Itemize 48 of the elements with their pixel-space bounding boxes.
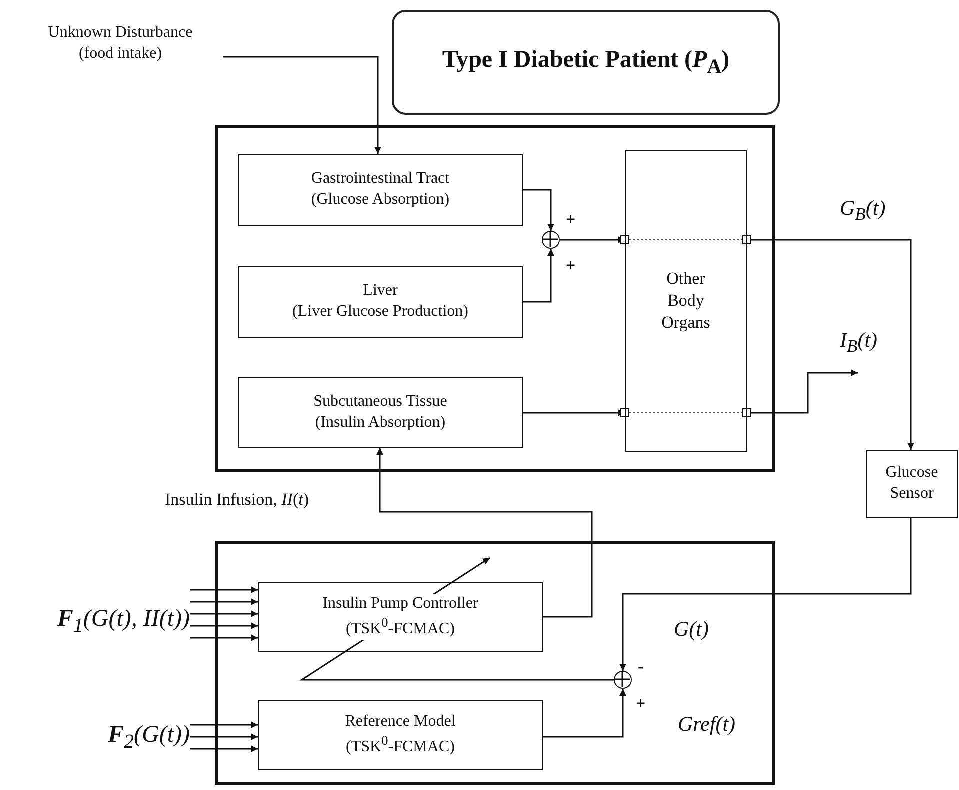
node-text: (Glucose Absorption) [311,190,450,210]
node-text: Unknown Disturbance [48,23,193,44]
node-text: F$_{1}$(G(t), II(t)) [57,604,190,638]
node-text: Liver [363,281,398,302]
process-box [258,582,543,652]
title-text: Type I Diabetic Patient (P$_{A}$) [442,46,730,80]
arrow [299,557,614,681]
node-text: F$_{2}$(G(t)) [108,720,190,754]
arrow [190,622,258,630]
arrow [223,56,382,154]
arrow [523,189,554,231]
process-box [866,450,958,518]
node-text: (TSK$^{0}$-FCMAC) [346,614,455,640]
node-text: Reference Model [345,712,456,732]
node-text: Subcutaneous Tissue [314,392,448,412]
summing-junction [542,231,560,249]
sign-label: - [638,657,644,677]
title-box [392,10,780,115]
arrow [543,689,626,738]
node-text: (TSK$^{0}$-FCMAC) [346,732,455,758]
sign-label: + [566,256,576,276]
edge-label: Insulin Infusion, II(t) [163,490,312,510]
system-frame [215,125,775,472]
arrow [376,448,593,618]
arrow [190,746,258,752]
arrow [190,634,258,642]
node-text: (food intake) [78,44,162,64]
process-box [258,700,543,770]
process-box [238,266,523,338]
process-box [238,154,523,226]
summing-junction [614,671,632,689]
node-text: (Insulin Absorption) [315,412,446,432]
node-text: (Liver Glucose Production) [292,302,468,322]
process-box [238,377,523,448]
arrow [620,518,912,671]
arrow [190,610,258,618]
arrow [190,734,258,740]
arrow [190,598,258,606]
process-box [625,150,747,452]
node-text: Glucose Sensor [886,463,938,504]
arrow [190,722,258,728]
sign-label: + [566,210,576,230]
node-text: Other Body Organs [660,268,712,334]
arrow [190,586,258,594]
arrow [523,249,554,303]
node-text: Insulin Pump Controller [322,594,478,614]
sign-label: + [636,694,646,714]
node-text: Gastrointestinal Tract [311,169,450,190]
